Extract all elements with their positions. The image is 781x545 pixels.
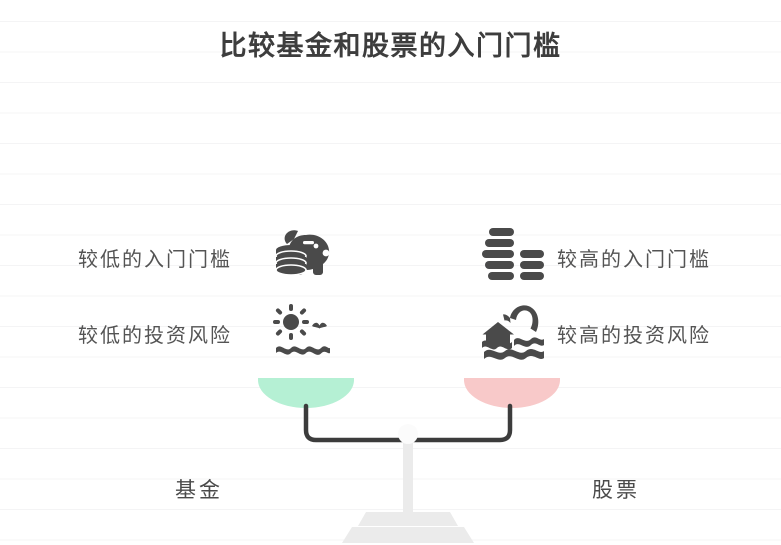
scale-post xyxy=(403,430,413,515)
scale-beam xyxy=(303,403,513,443)
left-feature-label-2: 较低的投资风险 xyxy=(78,325,232,347)
sun-calm-sea-icon xyxy=(272,302,334,360)
left-side-name: 基金 xyxy=(175,478,223,502)
right-feature-label-1: 较高的入门门槛 xyxy=(557,249,711,271)
balance-pan-right xyxy=(464,378,560,408)
piggy-bank-coins-icon xyxy=(272,226,334,284)
right-feature-label-2: 较高的投资风险 xyxy=(557,325,711,347)
flooded-house-wave-icon xyxy=(482,302,544,360)
stacked-bars-icon xyxy=(482,226,544,284)
page-title: 比较基金和股票的入门门槛 xyxy=(219,31,562,61)
scale-pivot xyxy=(398,424,418,444)
scale-base-bottom xyxy=(342,527,474,543)
right-side-name: 股票 xyxy=(592,478,640,502)
scale-base-top xyxy=(358,512,458,526)
balance-pan-left xyxy=(258,378,354,408)
left-feature-label-1: 较低的入门门槛 xyxy=(78,249,232,271)
